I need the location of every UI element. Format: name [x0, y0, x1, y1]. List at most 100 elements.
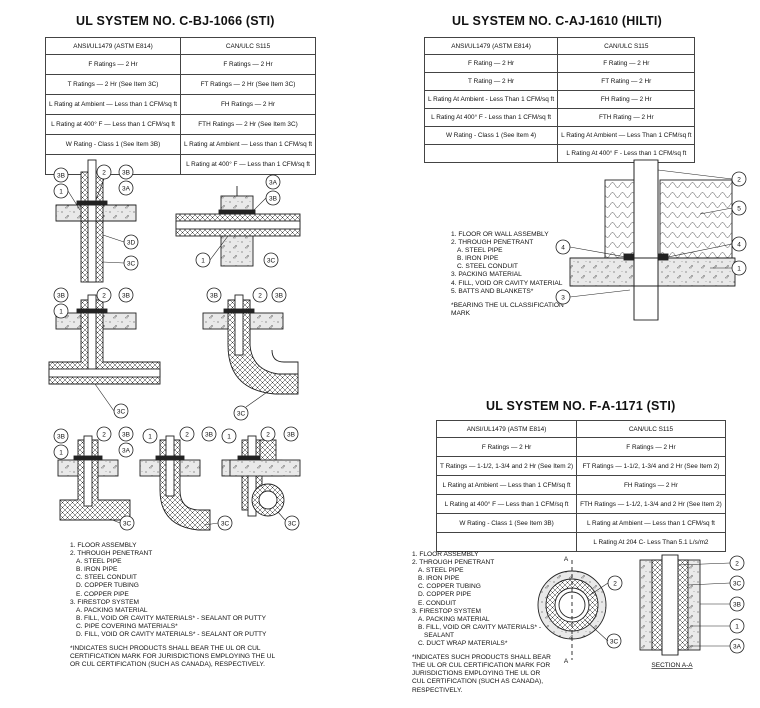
callout-label: 3A [122, 186, 131, 193]
footnote-line: OR CUL CERTIFICATION (SUCH AS CANADA), R… [70, 661, 265, 669]
callouts [53, 164, 747, 654]
footnote-line: CUL CERTIFICATION (SUCH AS CANADA), [412, 678, 544, 686]
callout-label: 3B [57, 293, 65, 300]
left-ratings-table: ANSI/UL1479 (ASTM E814)CAN/ULC S115 F Ra… [45, 37, 316, 175]
footnote-line: *BEARING THE UL CLASSIFICATION [451, 301, 564, 309]
table-cell: L Rating at Ambient — Less than 1 CFM/sq… [180, 134, 316, 155]
left-detail-8 [229, 439, 301, 517]
footnote-line: *INDICATES SUCH PRODUCTS SHALL BEAR [412, 654, 551, 662]
left-detail-5 [57, 435, 131, 521]
legend-item: A. PACKING MATERIAL [76, 606, 148, 614]
table-row: L Rating At 400° F - Less than 1 CFM/sq … [423, 144, 696, 163]
legend-item: 2. THROUGH PENETRANT [412, 559, 495, 567]
callout-label: 2 [102, 293, 106, 300]
callout-label: 3C [237, 411, 246, 418]
right-top-detail [569, 159, 736, 321]
legend-item: A. STEEL PIPE [457, 247, 503, 255]
legend-item: B. IRON PIPE [76, 566, 118, 574]
legend-item: 3. PACKING MATERIAL [451, 271, 522, 279]
right-bottom-section [639, 554, 701, 656]
left-detail-1 [55, 159, 137, 283]
table-header-row: ANSI/UL1479 (ASTM E814)CAN/ULC S115 [435, 420, 726, 438]
legend-item: 1. FLOOR ASSEMBLY [70, 542, 137, 549]
callout-label: 1 [148, 434, 152, 441]
legend-item: C. COPPER TUBING [418, 583, 481, 591]
table-cell [435, 532, 578, 552]
legend-item: E. COPPER PIPE [76, 590, 129, 598]
callout-label: 3C [288, 521, 297, 528]
legend-item: E. CONDUIT [418, 599, 457, 607]
callout-label: 4 [561, 245, 565, 252]
table-row: L Rating at 400° F — Less than 1 CFM/sq … [435, 494, 726, 514]
callout-label: 3C [267, 258, 276, 265]
left-detail-3 [48, 294, 161, 385]
table-row: L Rating at 400° F — Less than 1 CFM/sq … [45, 154, 316, 175]
callout-label: 3C [610, 639, 619, 646]
callout-label: 1 [59, 450, 63, 457]
legend-item: B. FILL, VOID OR CAVITY MATERIALS* - SEA… [76, 614, 267, 622]
legend-item: 2. THROUGH PENETRANT [451, 239, 534, 247]
footnote-line: JURISDICTIONS EMPLOYING THE UL OR [412, 670, 541, 678]
left-legend: 1. FLOOR ASSEMBLY 2. THROUGH PENETRANT A… [70, 542, 275, 669]
callout-label: 3B [205, 432, 213, 439]
right-bottom-plan [537, 560, 607, 660]
section-label: SECTION A-A [651, 662, 693, 669]
legend-item: B. IRON PIPE [457, 255, 499, 263]
legend-item: C. DUCT WRAP MATERIALS* [418, 640, 508, 648]
callout-label: 2 [185, 432, 189, 439]
callout-label: 3C [733, 581, 742, 588]
callout-label: 3C [221, 521, 230, 528]
legend-item: D. FILL, VOID OR CAVITY MATERIALS* - SEA… [76, 631, 267, 639]
footnote-line: CERTIFICATION MARK FOR JURISDICTIONS EMP… [70, 653, 276, 661]
legend-item: 1. FLOOR ASSEMBLY [412, 551, 479, 558]
table-row: T Ratings — 2 Hr (See Item 3C)FT Ratings… [45, 74, 316, 95]
table-cell: L Rating at 400° F — Less than 1 CFM/sq … [180, 154, 316, 175]
left-detail-4 [202, 294, 299, 395]
section-marker-top: A [564, 556, 569, 563]
table-header-row: ANSI/UL1479 (ASTM E814)CAN/ULC S115 [423, 37, 696, 55]
callout-label: 2 [737, 177, 741, 184]
legend-item: 5. BATTS AND BLANKETS* [451, 287, 534, 295]
legend-item: C. STEEL CONDUIT [76, 574, 137, 582]
callout-label: 3 [561, 295, 565, 302]
legend-item: 1. FLOOR OR WALL ASSEMBLY [451, 231, 549, 238]
callout-label: 2 [266, 432, 270, 439]
right-top-legend: 1. FLOOR OR WALL ASSEMBLY 2. THROUGH PEN… [451, 231, 564, 318]
legend-item: SEALANT [424, 631, 455, 639]
callout-label: 3B [122, 293, 130, 300]
callout-label: 3C [117, 409, 126, 416]
callout-label: 1 [737, 266, 741, 273]
callout-label: 3D [127, 240, 136, 247]
table-row: L Rating At 400° F - Less than 1 CFM/sq … [423, 108, 696, 127]
footnote-line: MARK [451, 309, 471, 317]
legend-item: 3. FIRESTOP SYSTEM [412, 607, 482, 615]
callout-label: 1 [59, 309, 63, 316]
left-detail-6 [139, 435, 211, 531]
legend-item: B. IRON PIPE [418, 575, 460, 583]
callout-label: 3B [57, 434, 65, 441]
table-row: L Rating at 400° F — Less than 1 CFM/sq … [45, 114, 316, 135]
callout-label: 1 [59, 189, 63, 196]
right-bottom-system-title: UL SYSTEM NO. F-A-1171 (STI) [486, 399, 676, 413]
callout-label: 2 [102, 432, 106, 439]
left-detail-2 [175, 186, 301, 267]
callout-label: 3A [122, 448, 131, 455]
left-system-title: UL SYSTEM NO. C-BJ-1066 (STI) [76, 14, 275, 28]
legend-item: 3. FIRESTOP SYSTEM [70, 598, 140, 606]
callout-label: 3C [127, 261, 136, 268]
callout-label: 3B [269, 196, 277, 203]
callout-label: 3B [122, 432, 130, 439]
right-top-system-title: UL SYSTEM NO. C-AJ-1610 (HILTI) [452, 14, 662, 28]
callout-label: 2 [735, 561, 739, 568]
table-row: L Rating At 204 C- Less Than 5.1 L/s/m2 [435, 532, 726, 552]
legend-item: 2. THROUGH PENETRANT [70, 550, 153, 558]
callout-label: 3B [287, 432, 295, 439]
footnote-line: *INDICATES SUCH PRODUCTS SHALL BEAR THE … [70, 645, 261, 653]
section-marker-bottom: A [564, 658, 569, 665]
legend-item: A. STEEL PIPE [418, 567, 464, 575]
callout-label: 3B [122, 170, 130, 177]
callout-label: 3B [210, 293, 218, 300]
